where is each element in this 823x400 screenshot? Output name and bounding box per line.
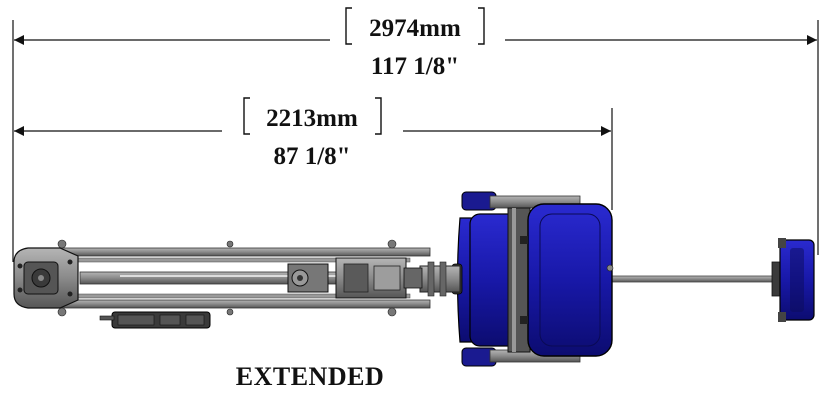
overall-bracket-left [345, 7, 352, 45]
blue-drum-body [451, 191, 614, 367]
machine-top-view [13, 191, 815, 367]
actuator-assembly [287, 257, 423, 299]
overall-bracket-right [478, 7, 485, 45]
handle-shaft [599, 275, 791, 283]
control-box [99, 311, 211, 329]
inner-metric-label: 2213mm [266, 105, 358, 132]
inner-dimension: 2213mm 87 1/8" [14, 97, 613, 210]
overall-imperial-label: 117 1/8" [371, 53, 459, 80]
view-label: EXTENDED [235, 362, 385, 391]
inner-bracket-left [243, 97, 250, 135]
rear-handle [771, 238, 815, 322]
coupling-hub [419, 261, 461, 297]
inner-imperial-label: 87 1/8" [273, 143, 350, 170]
overall-metric-label: 2974mm [369, 15, 461, 42]
telescoping-frame [49, 239, 431, 317]
front-head [13, 247, 79, 309]
inner-bracket-right [375, 97, 382, 135]
overall-dimension: 2974mm 117 1/8" [12, 7, 819, 262]
